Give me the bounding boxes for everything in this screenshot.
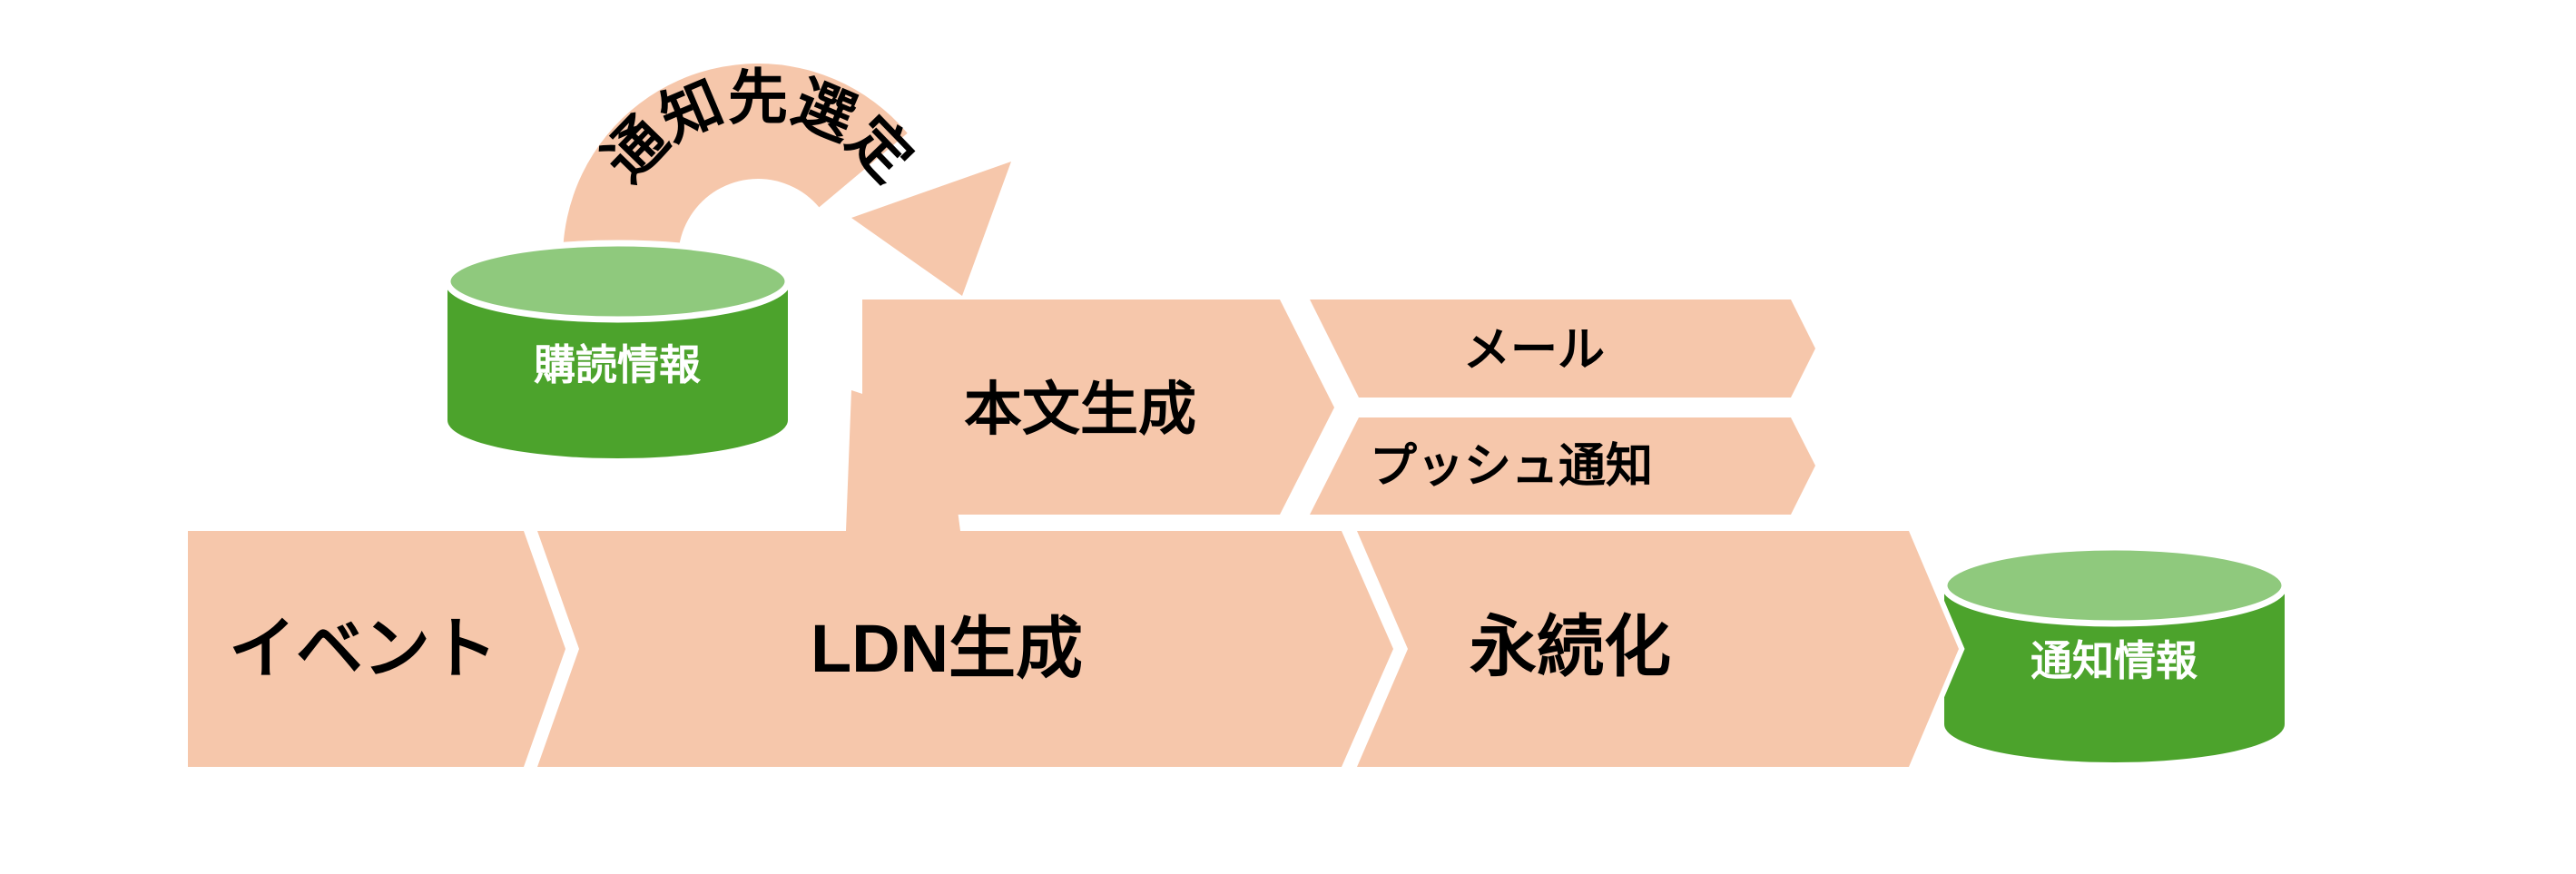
notification-db-label: 通知情報 (2030, 637, 2197, 684)
persistence-arrow (1348, 525, 1965, 772)
notification-db-top (1941, 544, 2288, 627)
cycle-arrowhead (851, 162, 1011, 296)
mail-label: メール (1463, 324, 1605, 377)
event-label: イベント (229, 611, 497, 686)
push-notification-arrow (1310, 417, 1815, 515)
body-generation-label: 本文生成 (964, 377, 1196, 442)
subscription-db-label: 購読情報 (534, 341, 701, 388)
notification-db-cylinder (1939, 544, 2290, 768)
body-generation-arrow (862, 300, 1334, 515)
persistence-label: 永続化 (1470, 609, 1671, 684)
event-arrow (188, 531, 565, 767)
ldn-generation-arrow (537, 531, 1393, 767)
subscription-db-top (444, 240, 791, 323)
push-notification-label: プッシュ通知 (1370, 440, 1653, 493)
subscription-db-cylinder (442, 240, 793, 464)
mail-arrow (1310, 300, 1815, 398)
ldn-generation-label: LDN生成 (811, 611, 1083, 686)
